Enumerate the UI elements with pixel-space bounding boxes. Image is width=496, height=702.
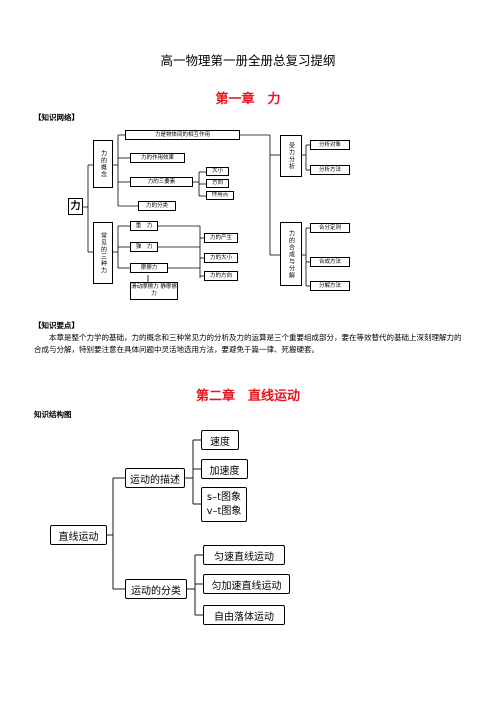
acceleration-box: 加速度 — [201, 459, 248, 479]
force-analysis-box: 受力分析 — [280, 135, 302, 177]
st-graph-label: s–t图象 — [206, 491, 242, 503]
compose-method-box: 合成方法 — [310, 257, 350, 267]
knowledge-points-text: 本章是整个力学的基础，力的概念和三种常见力的分析及力的运算是三个重要组成部分，要… — [34, 333, 462, 354]
common-forces-box: 常见的三种力 — [93, 222, 113, 284]
graphs-box: s–t图象 v–t图象 — [201, 487, 247, 522]
three-elements-box: 力的三要素 — [130, 177, 193, 187]
vt-graph-label: v–t图象 — [206, 505, 242, 517]
origin-box: 力的产生 — [204, 233, 238, 243]
document-title: 高一物理第一册全册总复习提纲 — [160, 53, 336, 68]
compose-law-box: 合分定则 — [310, 223, 350, 233]
gravity-box: 重 力 — [130, 221, 158, 231]
motion-classification-box: 运动的分类 — [125, 579, 187, 599]
point-box: 作用点 — [206, 191, 234, 200]
uniform-acc-motion-box: 匀加速直线运动 — [203, 574, 290, 594]
knowledge-structure-label: 知识结构图 — [34, 410, 72, 419]
compose-box: 力的合成与分解 — [280, 222, 302, 286]
dir-box: 力的方向 — [204, 271, 238, 281]
interaction-box: 力是物体间的相互作用 — [125, 130, 240, 140]
knowledge-points-label: 【知识要点】 — [34, 321, 79, 330]
elastic-box: 弹 力 — [130, 242, 158, 252]
knowledge-network-label: 【知识网络】 — [34, 113, 79, 122]
analysis-object-box: 分析对象 — [310, 140, 350, 150]
friction-box: 摩擦力 — [130, 263, 168, 273]
chapter1-heading: 第一章 力 — [215, 92, 281, 107]
force-concept-box: 力的概念 — [93, 140, 113, 188]
effect-box: 力的作用效果 — [130, 153, 185, 163]
chapter2-heading: 第二章 直线运动 — [195, 389, 300, 404]
decompose-method-box: 分解方法 — [310, 281, 350, 291]
magnitude-box: 大小 — [206, 167, 229, 176]
friction-types-box: 滑动摩擦力 静摩擦力 — [130, 282, 178, 300]
velocity-box: 速度 — [201, 430, 239, 450]
uniform-motion-box: 匀速直线运动 — [203, 545, 285, 565]
force-root-box: 力 — [68, 198, 83, 215]
direction-box: 方向 — [206, 179, 229, 188]
classification-box: 力的分类 — [138, 201, 176, 211]
linear-motion-box: 直线运动 — [50, 525, 107, 545]
motion-description-box: 运动的描述 — [125, 468, 185, 488]
analysis-method-box: 分析方法 — [310, 165, 350, 175]
size-box: 力的大小 — [204, 253, 238, 263]
free-fall-box: 自由落体运动 — [203, 605, 285, 625]
